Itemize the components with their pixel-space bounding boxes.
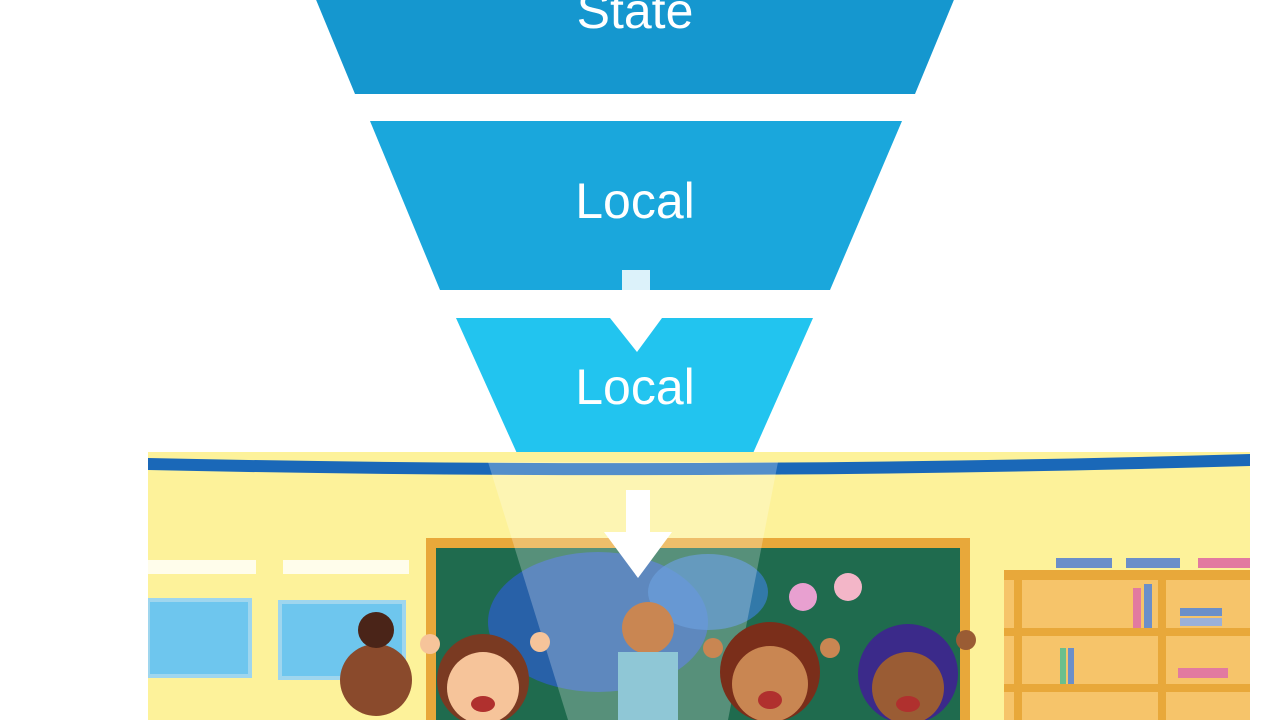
arrow-down-icon-2: [604, 490, 672, 578]
tier-label-state: State: [576, 0, 694, 39]
bookshelf: [1004, 570, 1250, 720]
tier-label-local-1: Local: [575, 173, 695, 229]
classroom-scene: [148, 452, 1250, 720]
tier-label-local-2: Local: [575, 359, 695, 415]
connector-1: [622, 94, 648, 121]
classroom-illustration: [148, 452, 1250, 720]
child-3: [618, 602, 678, 720]
child-2: [437, 634, 529, 720]
arrow-down-icon-1: [610, 318, 662, 352]
child-4: [720, 622, 820, 720]
window-left-1: [148, 598, 252, 678]
child-5: [858, 624, 958, 720]
child-1: [340, 612, 412, 716]
connector-2: [622, 270, 650, 318]
